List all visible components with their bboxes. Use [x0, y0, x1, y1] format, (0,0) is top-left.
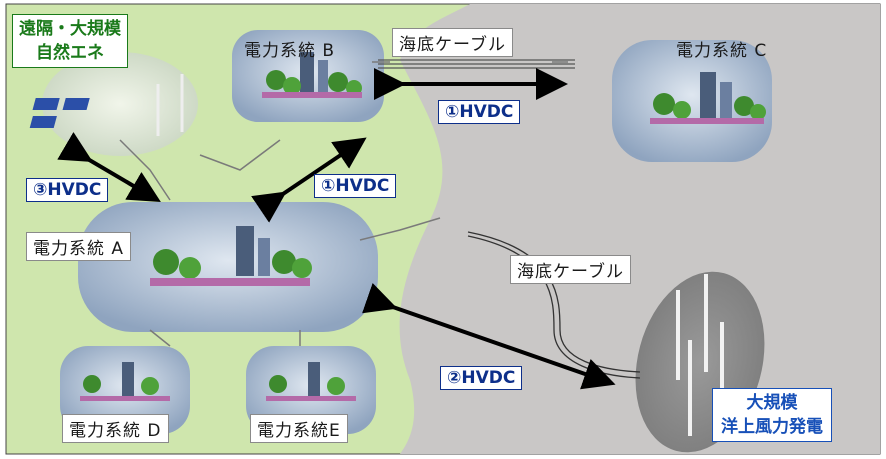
hvdc-label-a-wind: ②HVDC	[440, 366, 523, 390]
offshore-turbine-icons	[676, 274, 724, 436]
remote-renewables-line2: 自然エネ	[36, 43, 104, 63]
remote-renewables-label: 遠隔・大規模 自然エネ	[12, 14, 128, 68]
hvdc-label-a-b: ①HVDC	[314, 174, 397, 198]
grid-a-label: 電力系統 A	[26, 232, 132, 261]
grid-c-region	[612, 40, 772, 162]
submarine-cable-label-mid: 海底ケーブル	[510, 255, 631, 284]
remote-renewables-line1: 遠隔・大規模	[19, 19, 121, 39]
offshore-wind-label: 大規模 洋上風力発電	[712, 388, 832, 442]
offshore-wind-line2: 洋上風力発電	[721, 417, 823, 437]
city-icon-d	[80, 362, 170, 401]
grid-c-label: 電力系統 C	[676, 41, 768, 61]
grid-e-label: 電力系統E	[250, 414, 348, 443]
hvdc-arrow-a-renew	[57, 132, 161, 203]
solar-panel-icon	[29, 98, 90, 128]
grid-b-label: 電力系統 B	[244, 41, 336, 61]
hvdc-label-b-c: ①HVDC	[438, 100, 521, 124]
city-icon-b	[262, 52, 362, 98]
hvdc-label-a-renew: ③HVDC	[26, 178, 109, 202]
city-icon-c	[650, 72, 766, 124]
hvdc-arrow-a-wind	[362, 282, 616, 390]
wind-turbine-icon	[156, 74, 184, 136]
offshore-wind-line1: 大規模	[746, 393, 798, 413]
hvdc-arrow-a-b	[251, 137, 367, 223]
grid-a-region	[78, 202, 378, 332]
submarine-cable-label-top: 海底ケーブル	[392, 28, 513, 57]
city-icon-a	[150, 226, 312, 286]
city-icon-e	[266, 362, 356, 401]
grid-d-label: 電力系統 D	[62, 414, 169, 443]
